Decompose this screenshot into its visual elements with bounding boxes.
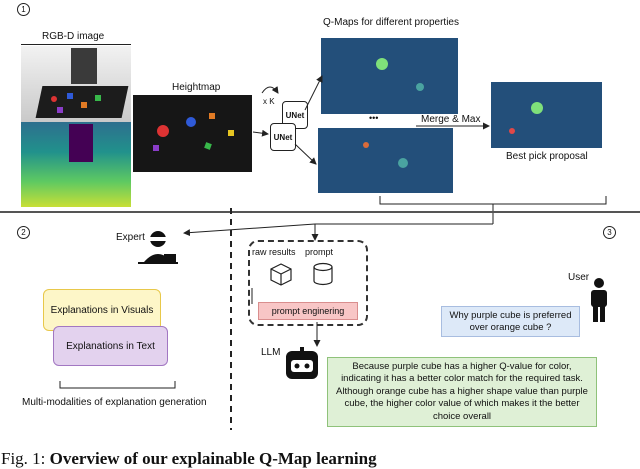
object-green [95, 95, 101, 101]
object-blue [67, 93, 73, 99]
cube-icon [270, 263, 292, 286]
multimodal-label: Multi-modalities of explanation generati… [22, 397, 207, 408]
qmap-top-spot [416, 83, 424, 91]
merged-hotspot [531, 102, 543, 114]
explanations-text-box: Explanations in Text [53, 326, 168, 366]
depth-gripper [69, 124, 93, 162]
merged-qmap [491, 82, 602, 148]
object-red [51, 96, 57, 102]
figure-caption: Fig. 1: Overview of our explainable Q-Ma… [1, 449, 377, 469]
expert-label: Expert [116, 232, 145, 243]
prompt-engineering-text: prompt enginering [271, 306, 345, 316]
panel-2-marker: 2 [17, 226, 30, 239]
merge-max-label: Merge & Max [421, 114, 481, 125]
caption-title: Overview of our explainable Q-Map learni… [49, 449, 377, 468]
prompt-label: prompt [305, 247, 334, 257]
hm-yellow [228, 130, 234, 136]
llm-answer-box: Because purple cube has a higher Q-value… [327, 357, 597, 427]
qmap-top-hotspot [376, 58, 388, 70]
bracket-modalities [59, 381, 176, 389]
arrow-to-expert [183, 223, 316, 237]
robot-gripper [71, 48, 97, 84]
user-icon [591, 278, 607, 322]
raw-results-label: raw results [252, 247, 296, 257]
rgbd-underline [21, 44, 131, 45]
hm-red [157, 125, 169, 137]
arrow-to-qmap-bottom [294, 143, 317, 165]
hm-purple [153, 145, 159, 151]
ellipsis: ••• [369, 113, 379, 123]
best-pick-marker [509, 128, 515, 134]
repeat-arrow [261, 86, 279, 94]
user-label: User [568, 272, 590, 283]
llm-answer-text: Because purple cube has a higher Q-value… [336, 360, 588, 422]
caption-prefix: Fig. 1: [1, 449, 46, 468]
panel-3-marker: 3 [603, 226, 616, 239]
prompt-engineering-box: prompt enginering [258, 302, 358, 320]
panel-1-marker: 1 [17, 3, 30, 16]
prompt-pipeline-box [248, 240, 368, 326]
user-question-box: Why purple cube is preferred over orange… [441, 306, 580, 337]
object-purple [57, 107, 63, 113]
arrow-heightmap-to-unet [252, 129, 269, 137]
database-icon [313, 262, 333, 286]
bracket-panel1 [379, 196, 607, 205]
best-pick-label: Best pick proposal [506, 151, 588, 162]
hm-orange [209, 113, 215, 119]
explanations-visuals-text: Explanations in Visuals [50, 304, 154, 316]
expert-icon [138, 231, 178, 264]
heightmap-label: Heightmap [172, 82, 221, 93]
heightmap-image [133, 95, 252, 172]
qmap-bottom-spot [398, 158, 408, 168]
rgb-image [21, 46, 131, 122]
robot-icon [286, 347, 318, 379]
arrow-to-qmap-top [304, 75, 323, 111]
depth-image [21, 122, 131, 207]
qmap-top [321, 38, 458, 114]
times-k-label: x K [263, 97, 275, 106]
user-question-text: Why purple cube is preferred over orange… [449, 309, 572, 333]
qmaps-label: Q-Maps for different properties [323, 17, 459, 28]
object-orange [81, 102, 87, 108]
unet-block-front: UNet [270, 123, 296, 151]
qmap-bottom-hotspot [363, 142, 369, 148]
rgbd-image-label: RGB-D image [42, 31, 105, 42]
explanations-visuals-box: Explanations in Visuals [43, 289, 161, 331]
llm-label: LLM [261, 347, 281, 358]
hm-blue [186, 117, 196, 127]
qmap-bottom [318, 128, 453, 193]
explanations-text-text: Explanations in Text [66, 340, 155, 352]
